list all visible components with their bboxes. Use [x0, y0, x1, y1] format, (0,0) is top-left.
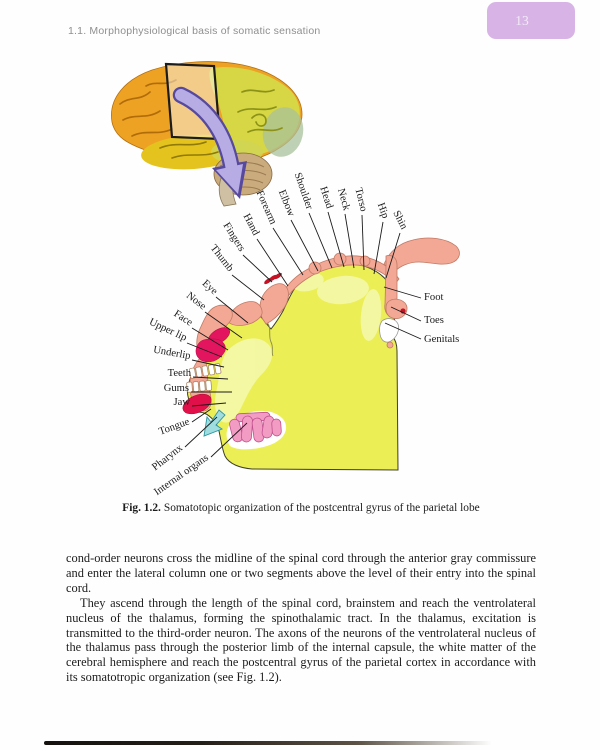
body-paragraph-2: They ascend through the length of the sp…: [66, 595, 536, 685]
foot-shape: [385, 298, 408, 319]
label-elbow: Elbow: [276, 188, 297, 218]
figure-caption-text: Somatotopic organization of the postcent…: [163, 502, 480, 514]
label-tongue: Tongue: [158, 416, 192, 437]
body-paragraph-1: cond-order neurons cross the midline of …: [66, 551, 536, 595]
lower-lip-shape: [195, 338, 226, 363]
brain-illustration: [111, 61, 304, 207]
page-header-title: 1.1. Morphophysiological basis of somati…: [68, 25, 321, 37]
page-bottom-edge: [44, 741, 492, 745]
page-number-badge: 13: [487, 2, 575, 39]
label-shin: Shin: [391, 209, 410, 232]
genitals-shape: [379, 318, 399, 343]
body-text: cond-order neurons cross the midline of …: [66, 551, 536, 685]
label-toes: Toes: [424, 315, 444, 326]
label-forearm: Forearm: [254, 189, 279, 227]
label-torso: Torso: [352, 187, 368, 213]
label-teeth: Teeth: [168, 368, 192, 379]
label-neck: Neck: [335, 187, 352, 212]
page-number: 13: [515, 12, 529, 28]
label-foot: Foot: [424, 292, 443, 303]
label-thumb: Thumb: [208, 243, 236, 274]
label-genitals: Genitals: [424, 334, 459, 345]
teeth-lower: [186, 380, 212, 393]
pharynx-arrow: [203, 409, 226, 437]
label-fingers: Fingers: [221, 221, 247, 254]
label-head: Head: [317, 185, 335, 210]
label-face: Face: [172, 308, 195, 328]
label-gums: Gums: [164, 383, 189, 394]
section-arrow: [172, 86, 247, 199]
label-hand: Hand: [241, 212, 262, 238]
teeth-upper: [189, 363, 222, 379]
figure-caption-number: Fig. 1.2.: [122, 502, 161, 514]
figure-caption: Fig. 1.2.Somatotopic organization of the…: [66, 502, 536, 514]
body-parts: [182, 237, 460, 450]
label-lines: [184, 211, 422, 458]
intestines: [229, 411, 282, 443]
gyrus-pale-patches: [215, 272, 382, 423]
tongue-shape: [182, 393, 212, 415]
gyrus-fissure: [266, 321, 274, 357]
label-nose: Nose: [184, 290, 208, 312]
homunculus-figure: Thumb Fingers Hand Forearm Elbow Shoulde…: [147, 171, 460, 498]
label-eye: Eye: [200, 278, 220, 297]
label-underlip: Underlip: [152, 345, 191, 362]
label-hip: Hip: [375, 201, 391, 220]
label-jaw: Jaw: [174, 397, 191, 408]
label-shoulder: Shoulder: [292, 171, 315, 211]
hand-shape: [259, 283, 289, 325]
